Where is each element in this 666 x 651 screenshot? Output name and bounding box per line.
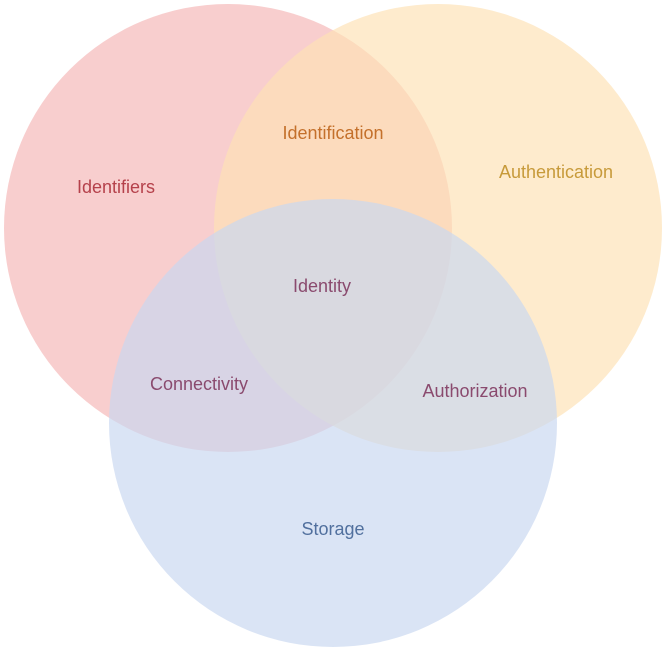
storage-circle: [109, 199, 557, 647]
identity-label: Identity: [292, 276, 352, 296]
connectivity-label: Connectivity: [149, 374, 249, 394]
identifiers-label: Identifiers: [76, 177, 156, 197]
authentication-label: Authentication: [498, 162, 614, 182]
identification-label: Identification: [282, 123, 384, 143]
storage-label: Storage: [301, 519, 365, 539]
authorization-label: Authorization: [422, 381, 528, 401]
